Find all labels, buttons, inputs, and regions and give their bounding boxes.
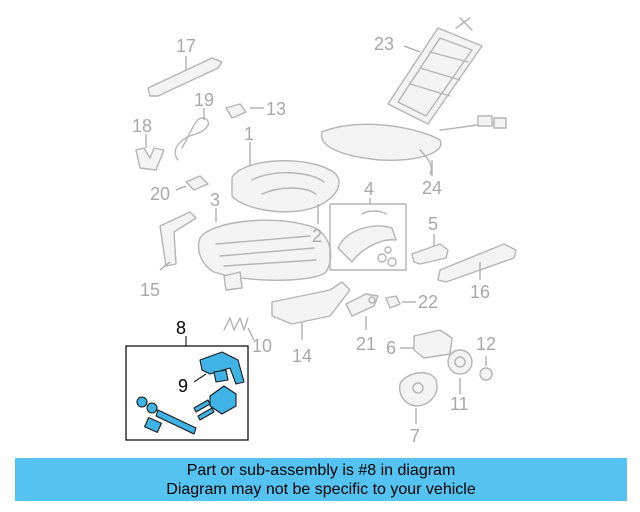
- banner-line-part: Part or sub-assembly is #8 in diagram: [186, 462, 456, 479]
- part-12-bushing: [479, 356, 493, 381]
- callout-4: 4: [364, 179, 374, 199]
- part-21-link: [345, 293, 379, 330]
- part-3-seat-frame: [197, 208, 332, 291]
- callout-19: 19: [194, 90, 214, 110]
- callout-20: 20: [150, 184, 170, 204]
- callout-1: 1: [244, 124, 254, 144]
- part-11-gear: [447, 349, 473, 394]
- part-6-motor: [400, 329, 453, 359]
- callout-23: 23: [374, 34, 394, 54]
- callout-6: 6: [386, 338, 396, 358]
- info-banner: Part or sub-assembly is #8 in diagram Di…: [15, 458, 627, 501]
- banner-line-disclaimer: Diagram may not be specific to your vehi…: [166, 481, 476, 498]
- callout-15: 15: [140, 280, 160, 300]
- part-7-actuator: [399, 372, 438, 424]
- part-22-grommet: [385, 295, 416, 309]
- callout-18: 18: [132, 116, 152, 136]
- callout-7: 7: [410, 426, 420, 446]
- part-24-seatback-pad: [320, 115, 507, 176]
- callout-21: 21: [356, 334, 376, 354]
- callout-8: 8: [176, 318, 186, 338]
- part-14-lower-trim: [271, 281, 351, 340]
- part-13-clip: [225, 103, 264, 119]
- callout-3: 3: [210, 190, 220, 210]
- callout-9: 9: [178, 376, 188, 396]
- callout-11: 11: [450, 394, 469, 414]
- callout-22: 22: [418, 292, 438, 312]
- part-15-left-trim: [159, 211, 197, 271]
- callout-12: 12: [476, 334, 496, 354]
- part-4-adjuster-box: [329, 198, 407, 271]
- part-19-wire: [174, 108, 210, 161]
- part-10-spring: [223, 317, 255, 341]
- callout-10: 10: [252, 336, 272, 356]
- part-23-seatback-frame: [387, 17, 483, 125]
- callout-14: 14: [292, 346, 312, 366]
- callout-2: 2: [312, 226, 322, 246]
- part-17-trim-strip: [147, 56, 223, 97]
- part-16-side-rail: [437, 243, 517, 283]
- callout-16: 16: [470, 282, 490, 302]
- part-5-side-trim: [411, 234, 449, 265]
- callout-24: 24: [422, 178, 442, 198]
- part-20-connector: [175, 175, 209, 191]
- callout-5: 5: [428, 214, 438, 234]
- part-18-bracket: [135, 134, 165, 171]
- part-8-subassembly: [125, 336, 249, 441]
- callout-13: 13: [266, 99, 286, 119]
- callout-17: 17: [176, 36, 196, 56]
- part-1-cushion-pad: [231, 142, 340, 213]
